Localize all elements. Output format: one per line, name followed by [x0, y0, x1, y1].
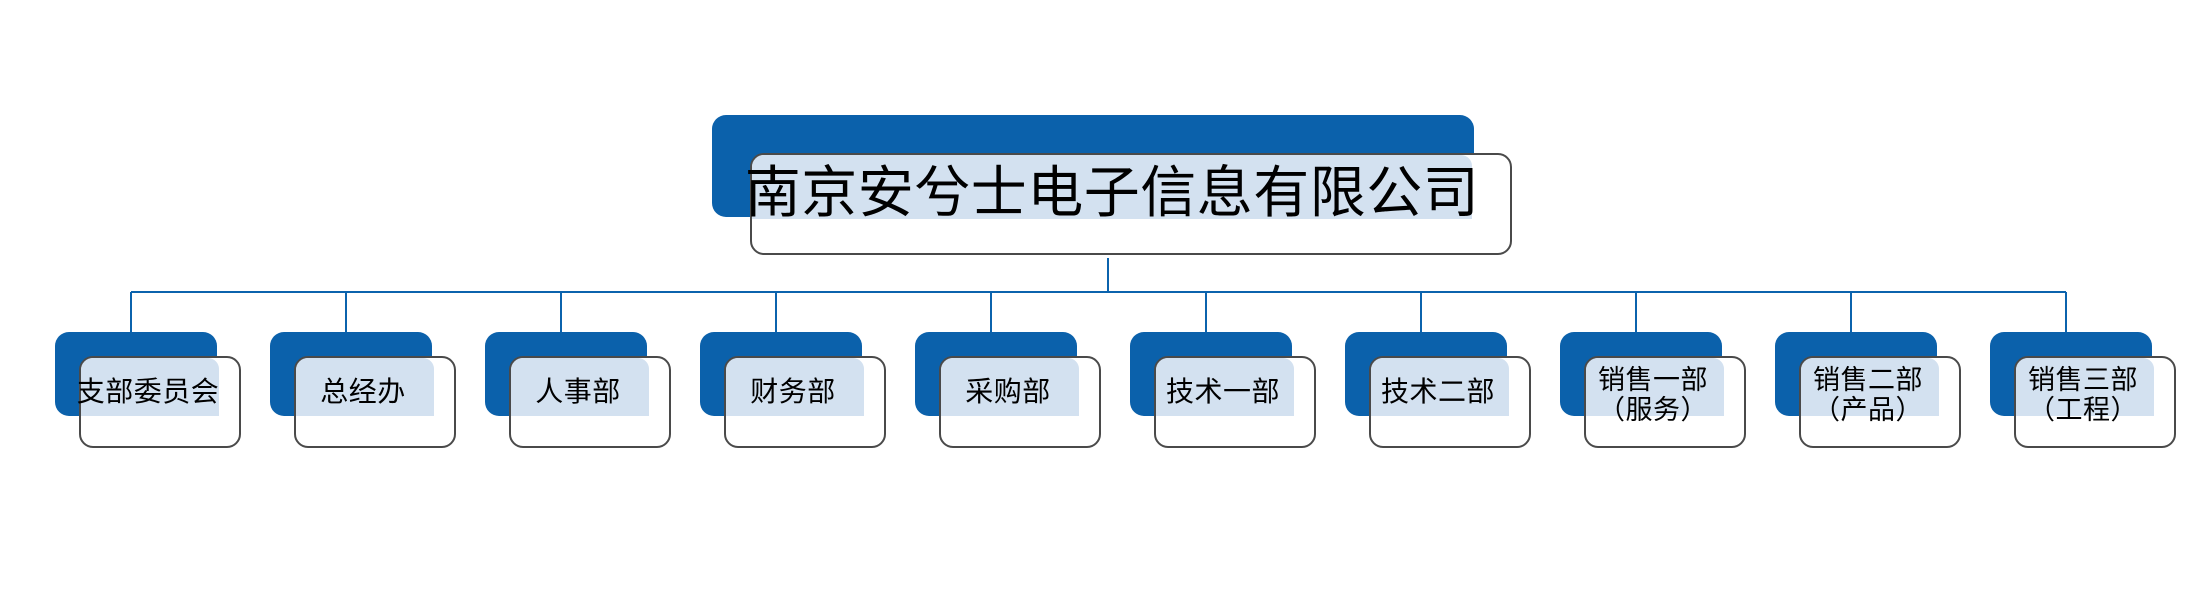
org-node-label: 技术二部 [1380, 375, 1495, 408]
node-card [1799, 356, 1961, 448]
org-node-label: 人事部 [535, 375, 621, 408]
org-node-party-branch-committee[interactable]: 支部委员会 [55, 332, 241, 448]
node-highlight-band [941, 358, 1079, 416]
org-node-label: 总经办 [320, 375, 406, 408]
node-highlight-band [1801, 358, 1939, 416]
node-highlight-band [1156, 358, 1294, 416]
node-highlight-band [752, 155, 1472, 219]
node-card [724, 356, 886, 448]
org-node-sales-dept-1-service[interactable]: 销售一部 （服务） [1560, 332, 1746, 448]
node-highlight-band [1371, 358, 1509, 416]
node-highlight-band [726, 358, 864, 416]
org-node-hr-department[interactable]: 人事部 [485, 332, 671, 448]
org-node-general-manager-office[interactable]: 总经办 [270, 332, 456, 448]
node-highlight-band [1586, 358, 1724, 416]
node-card [79, 356, 241, 448]
node-card [509, 356, 671, 448]
node-card [750, 153, 1512, 255]
org-node-label: 支部委员会 [76, 375, 220, 408]
node-card [294, 356, 456, 448]
org-node-label: 技术一部 [1165, 375, 1280, 408]
org-node-technology-dept-1[interactable]: 技术一部 [1130, 332, 1316, 448]
org-node-label: 财务部 [750, 375, 836, 408]
node-card [1584, 356, 1746, 448]
node-highlight-band [81, 358, 219, 416]
node-highlight-band [2016, 358, 2154, 416]
node-highlight-band [296, 358, 434, 416]
node-card [2014, 356, 2176, 448]
org-node-label: 南京安兮士电子信息有限公司 [744, 161, 1480, 226]
org-node-finance-department[interactable]: 财务部 [700, 332, 886, 448]
node-highlight-band [511, 358, 649, 416]
org-node-technology-dept-2[interactable]: 技术二部 [1345, 332, 1531, 448]
org-node-label: 销售一部 （服务） [1598, 365, 1708, 427]
org-node-label: 采购部 [965, 375, 1051, 408]
node-card [1369, 356, 1531, 448]
org-node-label: 销售三部 （工程） [2028, 365, 2138, 427]
node-card [939, 356, 1101, 448]
org-node-label: 销售二部 （产品） [1813, 365, 1923, 427]
org-node-sales-dept-2-product[interactable]: 销售二部 （产品） [1775, 332, 1961, 448]
org-node-sales-dept-3-project[interactable]: 销售三部 （工程） [1990, 332, 2176, 448]
node-card [1154, 356, 1316, 448]
org-node-procurement-department[interactable]: 采购部 [915, 332, 1101, 448]
org-node-company[interactable]: 南京安兮士电子信息有限公司 [712, 115, 1512, 255]
